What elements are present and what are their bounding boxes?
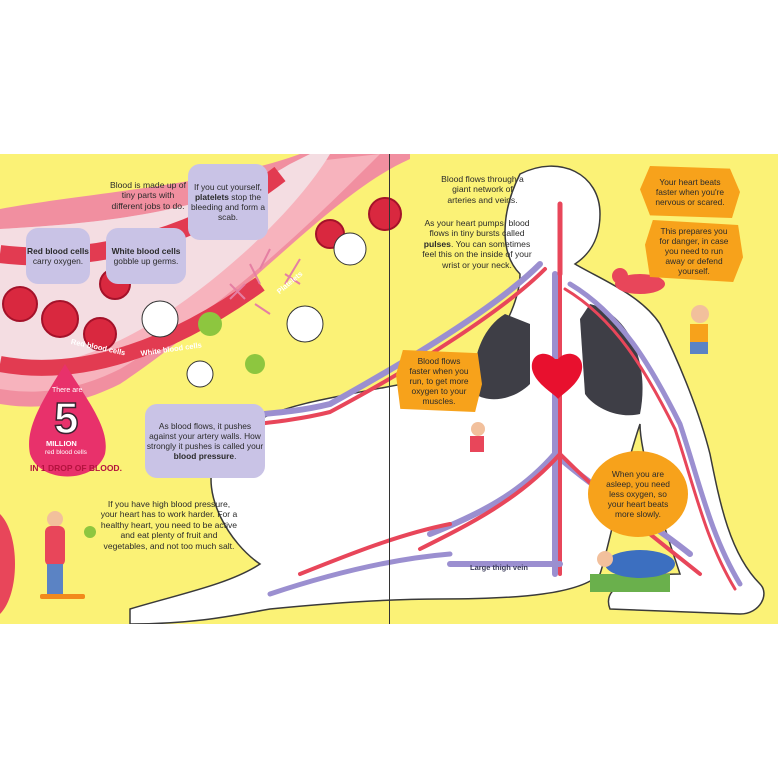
running-kid-illustration bbox=[470, 422, 485, 452]
running-speech-bubble: Blood flows faster when you run, to get … bbox=[396, 350, 482, 412]
apple-icon bbox=[84, 526, 96, 538]
pulses-text-pre: As your heart pumps, blood flows in tiny… bbox=[424, 218, 530, 239]
platelets-speech-bubble: If you cut yourself, platelets stop the … bbox=[188, 164, 268, 240]
drop-number: 5 bbox=[53, 393, 79, 444]
drop-text-one-drop: IN 1 DROP OF BLOOD. bbox=[30, 463, 122, 473]
blood-drop-icon bbox=[29, 364, 106, 477]
healthy-heart-text: If you have high blood pressure, your he… bbox=[100, 499, 238, 551]
blood-intro-text: Blood is made up of tiny parts with diff… bbox=[110, 180, 186, 211]
heart-icon bbox=[531, 353, 583, 399]
network-text: Blood flows through a giant network of a… bbox=[441, 174, 524, 205]
pulses-text: As your heart pumps, blood flows in tiny… bbox=[422, 218, 532, 270]
thigh-vein-label: Large thigh vein bbox=[470, 563, 528, 572]
scared-kid-illustration bbox=[690, 305, 709, 354]
white-cells-text-post: gobble up germs. bbox=[113, 256, 179, 266]
pressure-text-bold: blood pressure bbox=[173, 451, 235, 462]
white-cells-text-bold: White blood cells bbox=[111, 245, 181, 256]
drop-text-there-are: There are bbox=[52, 387, 83, 394]
asleep-speech-bubble: When you are asleep, you need less oxyge… bbox=[588, 451, 688, 537]
platelets-text-post: stop the bleeding and form a scab. bbox=[190, 191, 266, 223]
pressure-text-post: . bbox=[234, 451, 237, 462]
pulses-text-post: . You can sometimes feel this on the ins… bbox=[422, 238, 532, 270]
drop-text-million: MILLION bbox=[46, 439, 77, 448]
platelets-text-pre: If you cut yourself, bbox=[194, 181, 262, 192]
bed-icon bbox=[590, 550, 675, 592]
pulses-text-bold: pulses bbox=[423, 238, 451, 249]
nervous-speech-bubble: Your heart beats faster when you're nerv… bbox=[640, 166, 740, 218]
dog-icon bbox=[612, 268, 665, 294]
red-cells-text-bold: Red blood cells bbox=[27, 245, 89, 256]
skateboard-kid-illustration bbox=[40, 511, 96, 599]
white-cells-speech-bubble: White blood cells gobble up germs. bbox=[106, 228, 186, 284]
danger-speech-bubble: This prepares you for danger, in case yo… bbox=[645, 220, 743, 282]
blood-pressure-speech-bubble: As blood flows, it pushes against your a… bbox=[145, 404, 265, 478]
pressure-text-pre: As blood flows, it pushes against your a… bbox=[146, 420, 264, 451]
page-gutter bbox=[389, 154, 390, 624]
book-spread: Red blood cells White blood cells Platel… bbox=[0, 154, 778, 624]
drop-text-red-cells: red blood cells bbox=[45, 449, 87, 456]
red-cells-text-post: carry oxygen. bbox=[32, 256, 84, 266]
skateboard-icon bbox=[40, 594, 85, 599]
platelets-text-bold: platelets bbox=[194, 191, 229, 202]
red-cells-speech-bubble: Red blood cells carry oxygen. bbox=[26, 228, 90, 284]
